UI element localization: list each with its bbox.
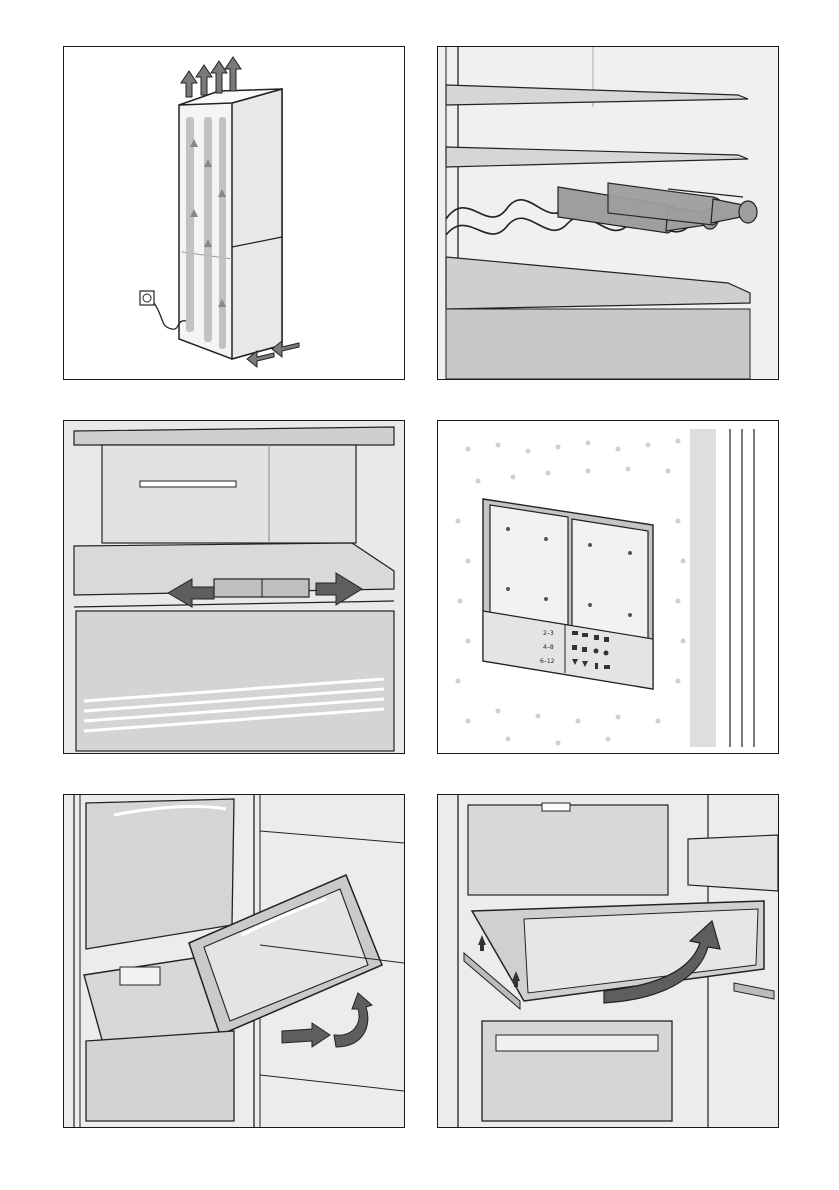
bottle-rack-illustration <box>438 47 778 379</box>
chart-row-label: 6–12 <box>540 658 555 665</box>
chart-row-label: 2–3 <box>543 630 554 637</box>
chart-row-labels: 2–3 4–8 6–12 <box>540 630 555 665</box>
crisper-removal-panel <box>63 794 405 1128</box>
storage-chart-panel: 2–3 4–8 6–12 <box>437 420 779 754</box>
drawer-removal-illustration <box>438 795 778 1127</box>
storage-chart-illustration: 2–3 4–8 6–12 <box>438 421 778 753</box>
slider-arrows-illustration <box>64 421 404 753</box>
bottle-rack-panel <box>437 46 779 380</box>
drawer-removal-panel <box>437 794 779 1128</box>
ventilation-panel <box>63 46 405 380</box>
humidity-slider-panel <box>63 420 405 754</box>
chart-row-label: 4–8 <box>543 644 554 651</box>
air-circulation-illustration <box>64 47 404 379</box>
crisper-drawer-illustration <box>64 795 404 1127</box>
